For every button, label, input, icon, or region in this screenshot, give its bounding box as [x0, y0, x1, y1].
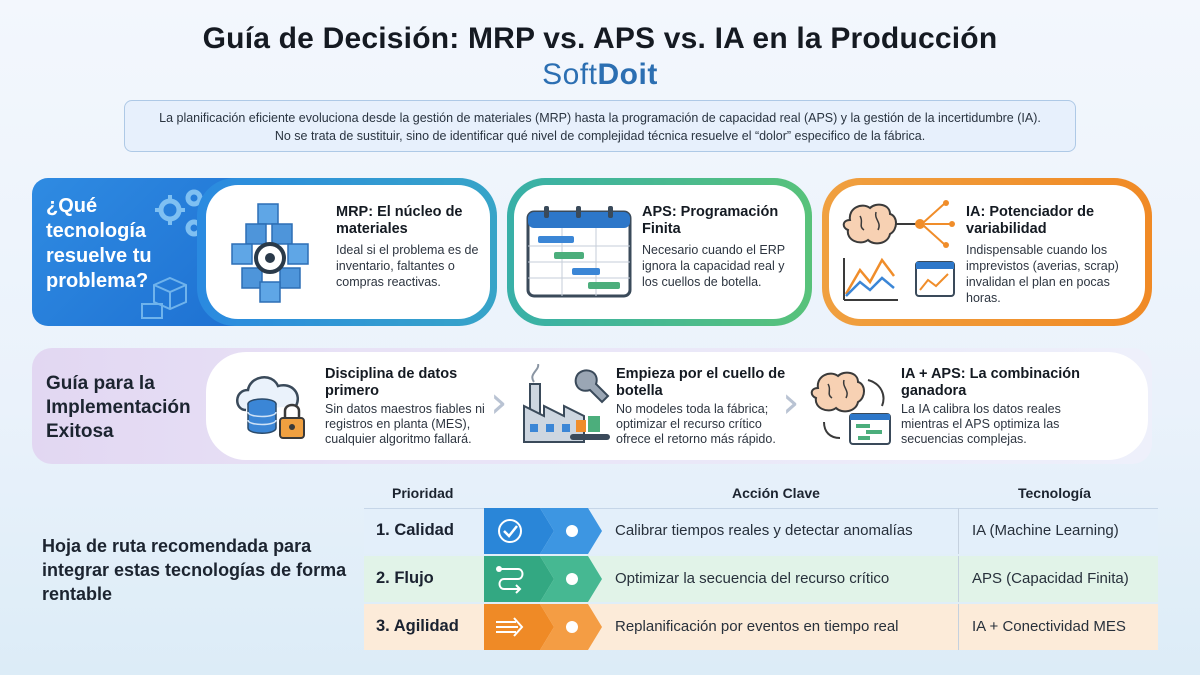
question-text: ¿Qué tecnología resuelve tu problema? [46, 195, 152, 292]
intro-line-2: No se trata de sustituir, sino de identi… [274, 129, 926, 143]
row-priority: 1. Calidad [376, 521, 454, 539]
row-priority: 3. Agilidad [376, 617, 459, 635]
flow-path-icon [484, 556, 602, 602]
impl-step-1-body: Sin datos maestros fiables ni registros … [325, 402, 485, 446]
check-badge-icon [484, 508, 602, 554]
fast-arrow-icon [484, 604, 602, 650]
impl-step-3-text: IA + APS: La combinación ganadora La IA … [901, 366, 1081, 447]
row-priority: 2. Flujo [376, 569, 434, 587]
roadmap-heading: Hoja de ruta recomendada para integrar e… [42, 536, 347, 604]
impl-step-1-text: Disciplina de datos primero Sin datos ma… [325, 366, 500, 447]
chevron-right-icon: › [490, 377, 508, 428]
row-action: Optimizar la secuencia del recurso críti… [615, 570, 890, 587]
ia-text: IA: Potenciador de variabilidad Indispen… [966, 204, 1141, 306]
factory-wrench-icon [523, 364, 610, 443]
chevron-right-icon: › [782, 377, 800, 428]
aps-title: APS: Programación Finita [642, 204, 779, 237]
column-divider [958, 604, 959, 650]
intro-line-1: La planificación eficiente evoluciona de… [159, 111, 1041, 125]
impl-step-3-body: La IA calibra los datos reales mientras … [901, 402, 1061, 446]
implementation-card [206, 352, 1148, 460]
row-technology: IA (Machine Learning) [972, 522, 1119, 539]
gantt-calendar-icon [526, 206, 632, 298]
mrp-card [206, 185, 490, 319]
impl-step-2-text: Empieza por el cuello de botella No mode… [616, 366, 791, 447]
brand-logo: SoftDoit [0, 58, 1200, 92]
ia-title: IA: Potenciador de variabilidad [966, 204, 1095, 237]
impl-step-2-title: Empieza por el cuello de botella [616, 366, 786, 399]
column-divider [958, 508, 959, 554]
boxes-icon [141, 276, 187, 319]
column-divider [958, 556, 959, 602]
column-header-priority: Prioridad [392, 485, 454, 501]
implementation-heading: Guía para la Implementación Exitosa [46, 373, 191, 442]
cube-network-icon [231, 203, 309, 303]
brain-cycle-icon [810, 371, 891, 445]
impl-step-3-title: IA + APS: La combinación ganadora [901, 366, 1080, 399]
aps-text: APS: Programación Finita Necesario cuand… [642, 204, 797, 290]
mrp-text: MRP: El núcleo de materiales Ideal si el… [336, 204, 486, 290]
mrp-title: MRP: El núcleo de materiales [336, 204, 463, 237]
column-header-action: Acción Clave [732, 485, 820, 501]
page-title: Guía de Decisión: MRP vs. APS vs. IA en … [202, 22, 998, 55]
row-action: Calibrar tiempos reales y detectar anoma… [615, 522, 913, 539]
column-header-technology: Tecnología [1018, 485, 1091, 501]
brand-prefix: Soft [542, 58, 598, 91]
impl-step-1-title: Disciplina de datos primero [325, 366, 458, 399]
mrp-body: Ideal si el problema es de inventario, f… [336, 243, 479, 289]
row-technology: APS (Capacidad Finita) [972, 570, 1129, 587]
cloud-database-lock-icon [236, 376, 305, 439]
brand-suffix: Doit [597, 58, 658, 91]
row-action: Replanificación por eventos en tiempo re… [615, 618, 899, 635]
brain-network-icon [842, 200, 955, 301]
intro-box: La planificación eficiente evoluciona de… [124, 100, 1076, 152]
row-technology: IA + Conectividad MES [972, 618, 1126, 635]
aps-body: Necesario cuando el ERP ignora la capaci… [642, 243, 785, 289]
impl-step-2-body: No modeles toda la fábrica; optimizar el… [616, 402, 776, 446]
ia-body: Indispensable cuando los imprevistos (av… [966, 243, 1119, 305]
